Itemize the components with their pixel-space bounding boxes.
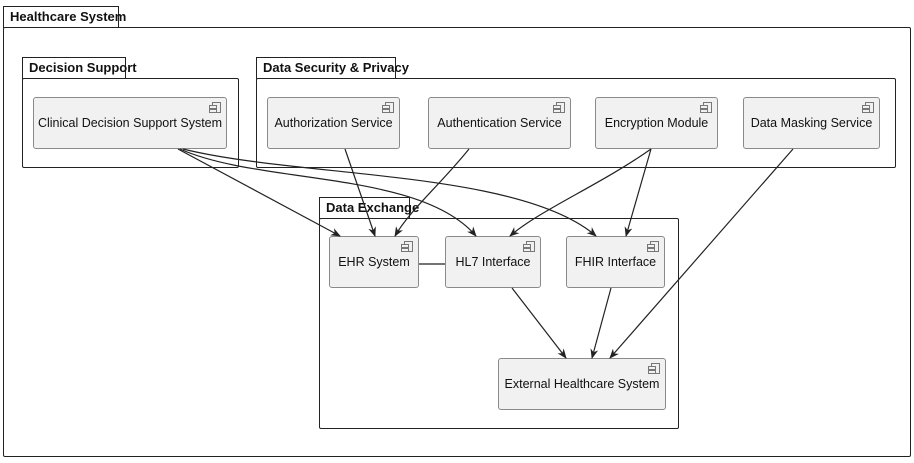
component-label: Clinical Decision Support System — [37, 116, 223, 130]
package-tab-decision-support: Decision Support — [22, 57, 137, 79]
component-label: External Healthcare System — [504, 377, 660, 391]
package-tab-data-security: Data Security & Privacy — [256, 57, 409, 79]
component-external-healthcare-system[interactable]: External Healthcare System — [498, 358, 666, 410]
package-label-healthcare-system: Healthcare System — [10, 9, 127, 24]
component-ehr-system[interactable]: EHR System — [329, 236, 419, 288]
component-icon — [382, 102, 394, 113]
component-icon — [401, 241, 413, 252]
component-label: FHIR Interface — [574, 255, 657, 269]
component-fhir-interface[interactable]: FHIR Interface — [566, 236, 665, 288]
component-label: HL7 Interface — [455, 255, 531, 269]
component-icon — [700, 102, 712, 113]
package-label-data-security: Data Security & Privacy — [263, 60, 409, 75]
component-encryption-module[interactable]: Encryption Module — [595, 97, 718, 149]
component-icon — [553, 102, 565, 113]
component-clinical-decision-support[interactable]: Clinical Decision Support System — [33, 97, 227, 149]
package-label-data-exchange: Data Exchange — [326, 200, 420, 215]
component-icon — [647, 241, 659, 252]
component-icon — [209, 102, 221, 113]
component-label: EHR System — [338, 255, 410, 269]
component-authentication-service[interactable]: Authentication Service — [428, 97, 571, 149]
component-label: Authorization Service — [274, 116, 393, 130]
package-label-decision-support: Decision Support — [29, 60, 137, 75]
component-label: Authentication Service — [437, 116, 562, 130]
component-label: Encryption Module — [604, 116, 709, 130]
package-tab-healthcare-system: Healthcare System — [3, 6, 126, 28]
component-icon — [648, 363, 660, 374]
package-tab-data-exchange: Data Exchange — [319, 197, 419, 219]
component-hl7-interface[interactable]: HL7 Interface — [445, 236, 541, 288]
component-label: Data Masking Service — [750, 116, 873, 130]
component-icon — [862, 102, 874, 113]
component-authorization-service[interactable]: Authorization Service — [267, 97, 400, 149]
component-icon — [523, 241, 535, 252]
component-data-masking-service[interactable]: Data Masking Service — [743, 97, 880, 149]
